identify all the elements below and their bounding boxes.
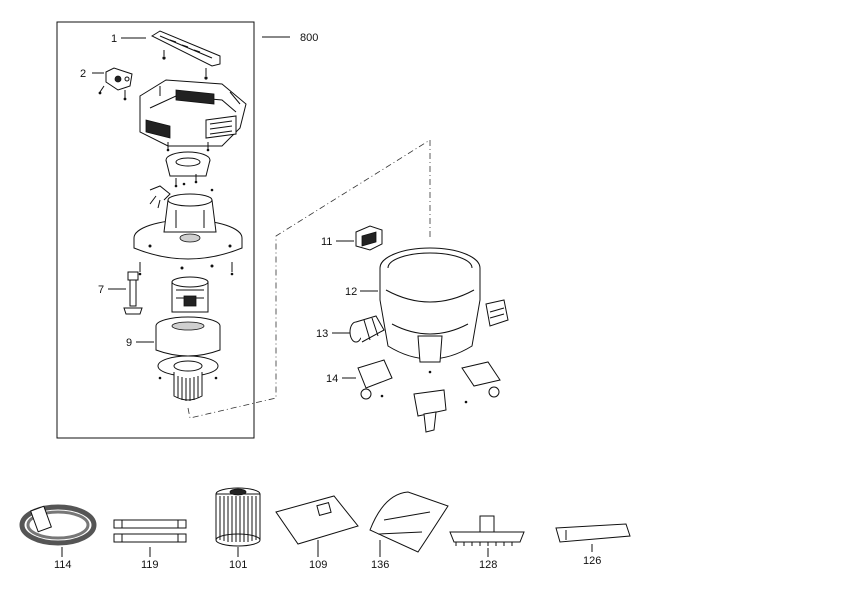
label-109: 109 <box>309 559 327 571</box>
accessory-126-crevice-tool: 126 <box>555 523 631 567</box>
callout-14: 14 <box>326 373 338 385</box>
accessory-114-hose: 114 <box>19 504 97 571</box>
part-12-tank: 12 <box>345 247 509 363</box>
powerhead-assembly-box: 800 <box>56 21 318 439</box>
label-126: 126 <box>583 555 601 567</box>
lid <box>133 193 243 276</box>
part-9-impeller: 9 <box>126 316 221 357</box>
part-1-handle: 1 <box>111 30 221 80</box>
assembly-frame <box>56 21 255 439</box>
callout-1: 1 <box>111 33 117 45</box>
motor-cover <box>139 79 247 147</box>
part-13-inlet: 13 <box>316 315 385 343</box>
accessory-128-floor-nozzle: 128 <box>449 515 525 571</box>
callout-7: 7 <box>98 284 104 296</box>
accessory-101-filter: 101 <box>215 487 261 571</box>
callout-11: 11 <box>321 236 332 248</box>
label-101: 101 <box>229 559 247 571</box>
callout-13: 13 <box>316 328 328 340</box>
accessory-119-wands: 119 <box>113 519 187 571</box>
part-14-casters: 14 <box>326 359 501 433</box>
label-114: 114 <box>54 559 72 571</box>
assembly-alignment-line <box>187 139 431 419</box>
callout-12: 12 <box>345 286 357 298</box>
accessory-136-foam-sleeve: 136 <box>369 491 449 571</box>
part-2-switch: 2 <box>80 67 133 101</box>
part-7-float-stem: 7 <box>98 271 143 315</box>
label-119: 119 <box>141 559 159 571</box>
filter-cage <box>157 355 219 401</box>
callout-9: 9 <box>126 337 132 349</box>
assembly-label-800: 800 <box>300 32 318 44</box>
accessory-109-bag: 109 <box>275 495 359 571</box>
part-11-latch: 11 <box>321 225 383 251</box>
label-136: 136 <box>371 559 389 571</box>
motor-bracket <box>165 142 211 177</box>
callout-2: 2 <box>80 68 86 80</box>
label-128: 128 <box>479 559 497 571</box>
wiring-harness <box>149 174 214 209</box>
motor <box>171 276 209 313</box>
